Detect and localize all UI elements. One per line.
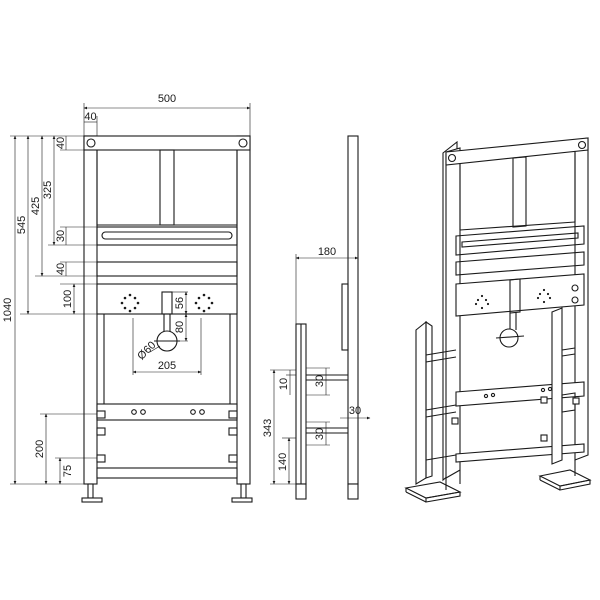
top-right-bolt	[238, 138, 248, 148]
perspective-view	[404, 137, 592, 503]
side-bolts	[96, 410, 238, 463]
bottom-rail	[96, 467, 238, 479]
dim-side-30-upper: 30	[314, 375, 326, 387]
persp-crossbar	[455, 225, 585, 256]
upper-crossbar	[96, 226, 238, 246]
dim-56: 56	[174, 297, 186, 309]
dim-width-205: 205	[158, 360, 176, 372]
dim-top-40: 40	[55, 137, 67, 149]
right-foot	[231, 497, 253, 503]
right-hole-pattern	[194, 293, 214, 313]
dim-height-75: 75	[62, 465, 74, 477]
middle-rail	[96, 261, 238, 277]
dim-mid-40: 40	[55, 263, 67, 275]
side-view: 180 10 30 343 30 30 140	[262, 135, 371, 500]
dim-side-30-lower: 30	[314, 428, 326, 440]
plate-bracket	[161, 291, 173, 315]
top-left-bolt	[86, 138, 96, 148]
dim-side-30-middle: 30	[349, 405, 361, 417]
persp-lower-rail	[455, 381, 585, 407]
left-hole-pattern	[120, 293, 140, 313]
persp-top-rail	[445, 137, 589, 166]
right-post	[236, 135, 251, 485]
grab-slot	[101, 231, 233, 240]
front-view: 500 40 1040 545 425 325 40 30 40 100 200…	[2, 93, 253, 503]
side-dimensions	[270, 254, 371, 485]
dim-offset-40: 40	[84, 111, 96, 123]
top-rail	[83, 135, 251, 151]
side-post	[347, 135, 359, 485]
dim-height-200: 200	[34, 440, 46, 458]
dim-width-500: 500	[158, 93, 176, 105]
dim-height-325: 325	[42, 181, 54, 199]
dim-bar-30: 30	[55, 230, 67, 242]
dim-80: 80	[174, 321, 186, 333]
mounting-plate	[96, 283, 238, 315]
front-dimensions	[10, 103, 251, 485]
dim-side-10: 10	[278, 378, 290, 390]
persp-hole-patterns	[474, 288, 552, 310]
left-post	[83, 135, 98, 485]
persp-left-leg	[415, 320, 427, 485]
dim-side-140: 140	[277, 453, 289, 471]
dim-side-343: 343	[262, 419, 274, 437]
dim-depth-180: 180	[318, 246, 336, 258]
side-bracket	[341, 283, 349, 351]
dim-height-545: 545	[16, 216, 28, 234]
dim-height-1040: 1040	[2, 298, 14, 322]
lower-rail	[96, 403, 238, 421]
left-foot	[81, 497, 103, 503]
dim-diameter-60: Ø60	[135, 339, 158, 362]
center-stud	[159, 149, 175, 226]
dim-height-425: 425	[30, 197, 42, 215]
dim-plate-100: 100	[62, 290, 74, 308]
